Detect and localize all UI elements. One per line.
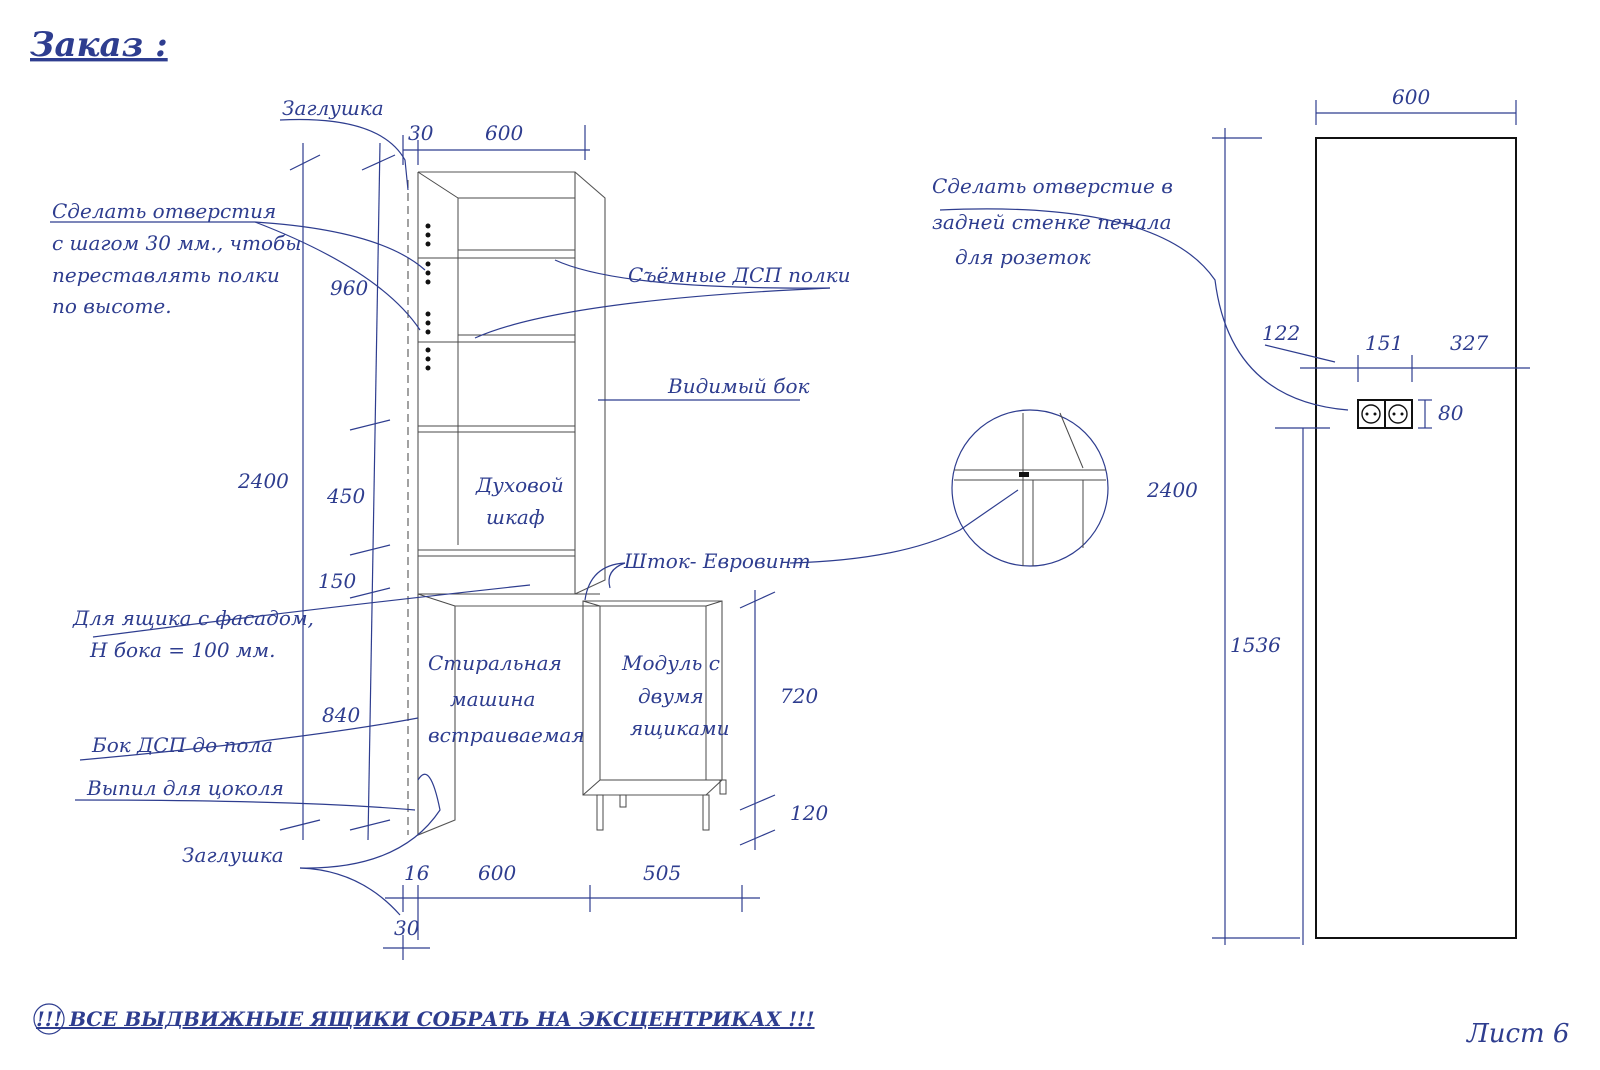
dim-840: 840 [322,703,360,727]
note-side-floor: Бок ДСП до пола [91,733,273,757]
dim-r327: 327 [1450,331,1488,355]
svg-text:для розеток: для розеток [955,245,1091,269]
dim-b30: 30 [394,916,420,940]
dim-2400-left: 2400 [237,469,289,493]
left-leader-arrows [50,118,1019,916]
label-oven: Духовой шкаф [475,473,564,529]
dim-r151: 151 [1365,331,1403,355]
dim-b16: 16 [404,861,430,885]
svg-text:с шагом 30 мм., чтобы: с шагом 30 мм., чтобы [52,231,302,255]
dim-r600: 600 [1392,85,1430,109]
svg-text:переставлять полки: переставлять полки [52,263,280,287]
label-module: Модуль с двумя ящиками [621,651,729,740]
note-cap-bottom: Заглушка [182,843,284,867]
note-holes: Сделать отверстия с шагом 30 мм., чтобы … [52,199,302,318]
svg-text:машина: машина [450,687,535,711]
svg-text:Н бока = 100 мм.: Н бока = 100 мм. [89,638,275,662]
sheet-label: Лист 6 [1465,1019,1569,1049]
svg-text:Для ящика с фасадом,: Для ящика с фасадом, [72,606,314,630]
detail-magnifier [951,409,1109,567]
note-rod: Шток- Евровинт [623,549,811,573]
svg-text:шкаф: шкаф [486,505,544,529]
svg-text:Сделать отверстие в: Сделать отверстие в [932,174,1173,198]
dim-r1536: 1536 [1230,633,1281,657]
dim-top-width: 600 [485,121,523,145]
dim-b600: 600 [478,861,516,885]
note-plinth-cut: Выпил для цоколя [86,776,284,800]
svg-text:Модуль с: Модуль с [621,651,720,675]
dim-r2400: 2400 [1146,478,1198,502]
dim-960: 960 [330,276,368,300]
svg-text:встраиваемая: встраиваемая [428,723,585,747]
label-washer: Стиральная машина встраиваемая [428,651,585,747]
dim-r122: 122 [1262,321,1300,345]
svg-text:по высоте.: по высоте. [52,294,172,318]
left-dimension-lines [279,125,776,960]
note-shelves: Съёмные ДСП полки [628,263,851,287]
svg-text:Духовой: Духовой [475,473,564,497]
note-socket-hole: Сделать отверстие в задней стенке пенала… [932,174,1173,269]
dim-120: 120 [790,801,828,825]
svg-text:двумя: двумя [638,684,704,708]
dim-450: 450 [326,484,365,508]
right-dimension-lines [939,100,1530,945]
shelf-hole-markers [425,223,431,371]
svg-text:ящиками: ящиками [630,716,729,740]
dim-b505: 505 [643,861,681,885]
drawer-module [582,600,727,831]
dim-150: 150 [318,569,356,593]
dim-top-cap: 30 [408,121,434,145]
dim-r80: 80 [1438,401,1464,425]
svg-text:Сделать отверстия: Сделать отверстия [52,199,276,223]
right-panel-drawing [1315,137,1517,939]
svg-text:задней стенке пенала: задней стенке пенала [932,210,1172,234]
dim-720: 720 [780,684,818,708]
note-visible-side: Видимый бок [667,374,809,398]
page-title: Заказ : [30,25,168,65]
tall-cabinet [407,171,606,836]
footer-warning: !!! ВСЕ ВЫДВИЖНЫЕ ЯЩИКИ СОБРАТЬ НА ЭКСЦЕ… [36,1007,815,1031]
footer-warning-circle [33,1003,65,1035]
svg-text:Стиральная: Стиральная [428,651,562,675]
note-drawer-side: Для ящика с фасадом, Н бока = 100 мм. [72,606,314,662]
note-cap-top: Заглушка [282,96,384,120]
